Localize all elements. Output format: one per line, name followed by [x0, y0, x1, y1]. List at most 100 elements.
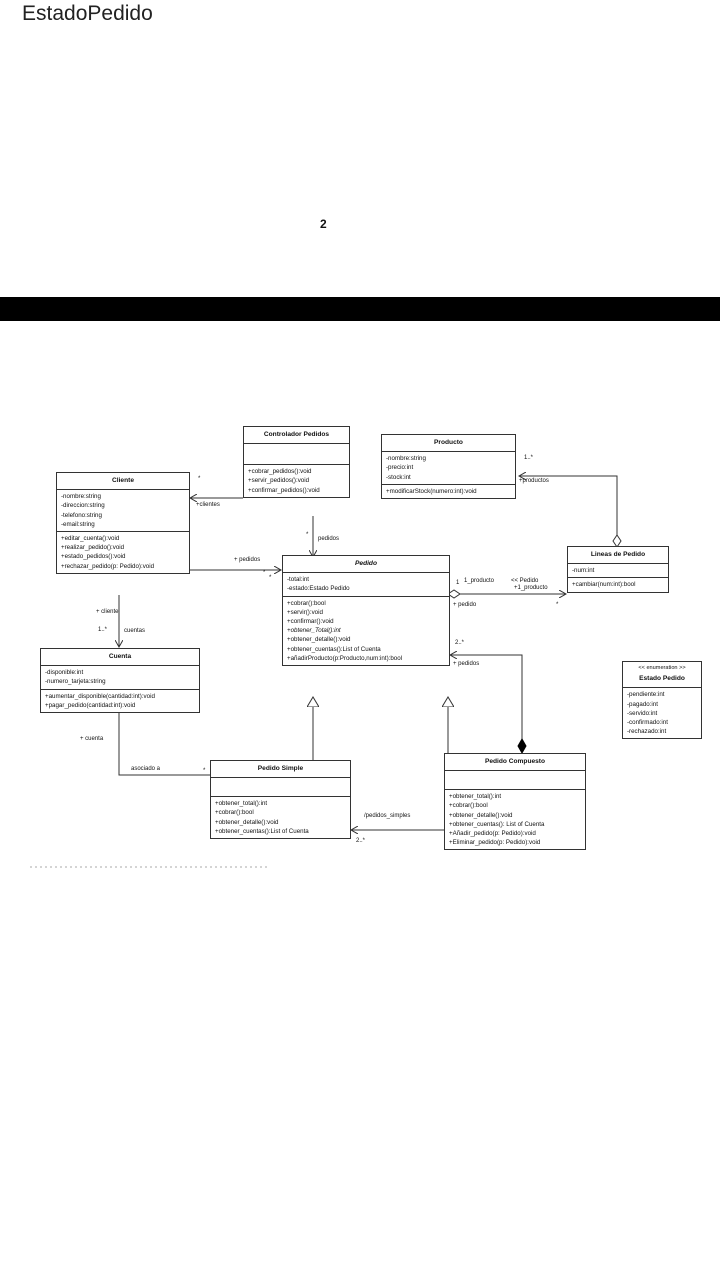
- method: +obtener_cuentas(): List of Cuenta: [449, 820, 545, 828]
- class-name: Pedido Simple: [211, 761, 350, 779]
- methods-section: +cambiar(num:int):bool: [568, 578, 668, 591]
- attributes-section: [244, 444, 349, 466]
- method: +cobrar():bool: [215, 809, 254, 817]
- class-name: Pedido: [283, 556, 449, 574]
- class-pedido: Pedido -total:int -estado:Estado Pedido …: [282, 555, 450, 667]
- separator-bar: [0, 297, 720, 321]
- class-pedido-simple: Pedido Simple +obtener_total():int +cobr…: [210, 760, 351, 840]
- page-number: 2: [320, 217, 327, 231]
- document-title: EstadoPedido: [22, 2, 153, 25]
- label-multiplicity: *: [269, 575, 272, 581]
- method: +estado_pedidos():void: [61, 553, 126, 561]
- label-cliente-role: + cliente: [96, 609, 119, 615]
- methods-section: +editar_cuenta():void +realizar_pedido()…: [57, 532, 189, 573]
- method: +obtener_total():int: [215, 800, 268, 808]
- label-clientes: +clientes: [196, 502, 220, 508]
- method: +obtener_cuentas():List of Cuenta: [215, 827, 309, 835]
- attributes-section: [445, 771, 585, 791]
- values-section: -pendiente:int -pagado:int -servido:int …: [623, 688, 701, 738]
- attribute: -precio:int: [386, 464, 414, 472]
- label-asociado: asociado a: [131, 766, 161, 772]
- method: +editar_cuenta():void: [61, 535, 120, 543]
- attribute: -email:string: [61, 520, 95, 528]
- method: +obtener_detalle():void: [215, 818, 279, 826]
- label-producto-role: 1_producto: [464, 578, 495, 584]
- label-cuenta-role: + cuenta: [80, 736, 104, 742]
- attribute: -telefono:string: [61, 511, 102, 519]
- enum-value: -pendiente:int: [627, 691, 665, 699]
- label-multiplicity: 2..*: [455, 640, 465, 646]
- attribute: -num:int: [572, 567, 595, 575]
- class-name: Lineas de Pedido: [568, 547, 668, 565]
- label-multiplicity: *: [306, 532, 309, 538]
- label-multiplicity: 1..*: [98, 627, 108, 633]
- method: +cambiar(num:int):bool: [572, 581, 636, 589]
- attribute: -numero_tarjeta:string: [45, 678, 106, 686]
- attributes-section: -nombre:string -direccion:string -telefo…: [57, 490, 189, 533]
- attributes-section: -disponible:int -numero_tarjeta:string: [41, 666, 199, 690]
- attribute: -total:int: [287, 576, 310, 584]
- enum-value: -rechazado:int: [627, 728, 667, 736]
- attribute: -estado:Estado Pedido: [287, 585, 350, 593]
- method: +confirmar_pedidos():void: [248, 486, 320, 494]
- enum-value: -confirmado:int: [627, 719, 668, 727]
- stereotype: << enumeration >>: [638, 665, 686, 671]
- method: +cobrar_pedidos():void: [248, 468, 312, 476]
- attributes-section: -nombre:string -precio:int -stock:int: [382, 452, 515, 485]
- label-multiplicity: *: [198, 476, 201, 482]
- label-multiplicity: *: [263, 570, 266, 576]
- label-pedidos-compuesto: + pedidos: [453, 661, 480, 667]
- attribute: -nombre:string: [386, 455, 426, 463]
- enum-value: -pagado:int: [627, 700, 658, 708]
- methods-section: +obtener_total():int +cobrar():bool +obt…: [211, 797, 350, 838]
- method: +servir_pedidos():void: [248, 477, 310, 485]
- class-name: Producto: [382, 435, 515, 453]
- method: +Eliminar_pedido(p: Pedido):void: [449, 839, 541, 847]
- uml-class-diagram: Controlador Pedidos +cobrar_pedidos():vo…: [0, 420, 720, 880]
- label-pedido-role: + pedido: [453, 602, 477, 608]
- attributes-section: -total:int -estado:Estado Pedido: [283, 573, 449, 597]
- enum-value: -servido:int: [627, 709, 658, 717]
- attributes-section: [211, 778, 350, 798]
- class-lineas-de-pedido: Lineas de Pedido -num:int +cambiar(num:i…: [567, 546, 669, 593]
- class-producto: Producto -nombre:string -precio:int -sto…: [381, 434, 516, 500]
- label-multiplicity: 1: [456, 580, 460, 586]
- label-multiplicity: 2..*: [356, 838, 366, 844]
- methods-section: +cobrar_pedidos():void +servir_pedidos()…: [244, 465, 349, 497]
- label-pedidos-controlador: pedidos: [318, 536, 340, 542]
- label-multiplicity: *: [556, 602, 559, 608]
- label-cuentas: cuentas: [124, 628, 146, 634]
- class-cliente: Cliente -nombre:string -direccion:string…: [56, 472, 190, 574]
- attribute: -nombre:string: [61, 493, 101, 501]
- methods-section: +modificarStock(numero:int):void: [382, 485, 515, 498]
- label-pedidos-simples: /pedidos_simples: [364, 813, 411, 819]
- method: +obtener_Total():int: [287, 627, 341, 635]
- class-name: Pedido Compuesto: [445, 754, 585, 772]
- class-pedido-compuesto: Pedido Compuesto +obtener_total():int +c…: [444, 753, 586, 851]
- class-cuenta: Cuenta -disponible:int -numero_tarjeta:s…: [40, 648, 200, 714]
- label-multiplicity: *: [203, 768, 206, 774]
- enum-estado-pedido: << enumeration >> Estado Pedido -pendien…: [622, 661, 702, 740]
- class-name: Controlador Pedidos: [244, 427, 349, 445]
- attribute: -direccion:string: [61, 502, 105, 510]
- label-producto-role-2: +1_producto: [514, 585, 548, 591]
- label-multiplicity: 1..*: [524, 455, 534, 461]
- label-productos: +productos: [519, 478, 549, 484]
- attribute: -disponible:int: [45, 669, 84, 677]
- methods-section: +cobrar():bool +servir():void +confirmar…: [283, 597, 449, 665]
- method: +cobrar():bool: [449, 802, 488, 810]
- method: +obtener_cuentas():List of Cuenta: [287, 645, 381, 653]
- method: +obtener_total():int: [449, 793, 502, 801]
- method: +cobrar():bool: [287, 599, 326, 607]
- class-name: Cuenta: [41, 649, 199, 667]
- methods-section: +aumentar_disponible(cantidad:int):void …: [41, 690, 199, 712]
- method: +añadirProducto(p:Producto,num:int):bool: [287, 654, 403, 662]
- method: +obtener_detalle():void: [449, 811, 513, 819]
- method: +obtener_detalle():void: [287, 636, 351, 644]
- class-name: Cliente: [57, 473, 189, 491]
- label-pedido-stereotype: << Pedido: [511, 578, 539, 584]
- attribute: -stock:int: [386, 473, 411, 481]
- method: +pagar_pedido(cantidad:int):void: [45, 701, 136, 709]
- attributes-section: -num:int: [568, 564, 668, 579]
- method: +rechazar_pedido(p: Pedido):void: [61, 562, 155, 570]
